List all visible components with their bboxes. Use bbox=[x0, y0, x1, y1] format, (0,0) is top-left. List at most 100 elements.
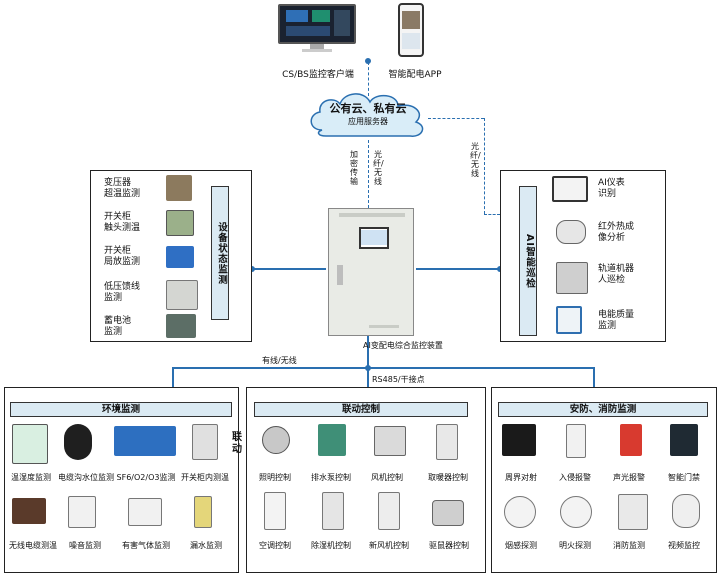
env-item-wireless-cable: 无线电缆测温 bbox=[9, 541, 57, 550]
device-item-switchgear-temp: 开关柜 触头测温 bbox=[104, 212, 141, 233]
meter-icon bbox=[552, 176, 588, 202]
linkage-item-lighting: 照明控制 bbox=[259, 473, 291, 482]
link-top-cloud bbox=[368, 62, 369, 96]
security-item-fire: 消防监测 bbox=[613, 541, 645, 550]
discharge-sensor-icon bbox=[166, 246, 194, 268]
link-bus-horizontal bbox=[172, 367, 594, 369]
env-item-temp-humidity: 温湿度监测 bbox=[11, 473, 51, 482]
feeder-cabinet-icon bbox=[166, 280, 198, 310]
device-item-transformer: 变压器 超温监测 bbox=[104, 178, 141, 199]
monitor-icon bbox=[278, 4, 356, 52]
security-item-beam: 周界对射 bbox=[505, 473, 537, 482]
env-panel bbox=[4, 387, 239, 573]
thermal-camera-icon bbox=[556, 220, 586, 244]
pump-icon bbox=[318, 424, 346, 456]
link-bus-left-drop bbox=[172, 367, 174, 387]
power-quality-icon bbox=[556, 306, 582, 334]
linkage-panel bbox=[246, 387, 486, 573]
linkage-item-rodent: 驱鼠器控制 bbox=[429, 541, 469, 550]
linkage-side-label: 联动 bbox=[232, 432, 242, 455]
security-item-smoke: 烟感探测 bbox=[505, 541, 537, 550]
linkage-item-fan: 风机控制 bbox=[371, 473, 403, 482]
link-dot-top bbox=[365, 58, 371, 64]
security-item-access: 智能门禁 bbox=[668, 473, 700, 482]
rail-robot-icon bbox=[556, 262, 588, 294]
client-label: CS/BS监控客户端 bbox=[282, 70, 354, 80]
device-item-feeder: 低压馈线 监测 bbox=[104, 282, 141, 303]
flame-detector-icon bbox=[560, 496, 592, 528]
linkage-title: 联动控制 bbox=[254, 402, 468, 417]
cabinet-label: AI变配电综合监控装置 bbox=[363, 341, 443, 350]
linkage-item-heater: 取暖器控制 bbox=[428, 473, 468, 482]
link-right-down bbox=[484, 118, 485, 214]
ai-item-robot: 轨道机器 人巡检 bbox=[598, 264, 635, 285]
video-camera-icon bbox=[672, 494, 700, 528]
link-cloud-right bbox=[428, 118, 484, 119]
ai-patrol-title: AI智能巡检 bbox=[519, 186, 537, 336]
link-label-fiber-1: 光纤/无线 bbox=[373, 150, 384, 186]
env-item-water-leak: 漏水监测 bbox=[190, 541, 222, 550]
env-title: 环境监测 bbox=[10, 402, 232, 417]
link-right-to-box bbox=[484, 214, 500, 215]
linkage-item-pump: 排水泵控制 bbox=[311, 473, 351, 482]
wireless-cable-temp-icon bbox=[12, 498, 46, 524]
smoke-detector-icon bbox=[504, 496, 536, 528]
env-item-sf6: SF6/O2/O3监测 bbox=[116, 473, 176, 482]
link-cabinet-down bbox=[367, 336, 369, 386]
link-dot-left bbox=[249, 266, 255, 272]
water-leak-icon bbox=[194, 496, 212, 528]
fire-panel-icon bbox=[618, 494, 648, 530]
linkage-item-dehumidifier: 除湿机控制 bbox=[311, 541, 351, 550]
link-label-encrypt: 加密传输 bbox=[350, 150, 358, 186]
cloud-icon bbox=[310, 93, 424, 137]
heater-icon bbox=[436, 424, 458, 460]
link-label-fiber-2: 光纤/无线 bbox=[470, 142, 481, 178]
transformer-icon bbox=[166, 175, 192, 201]
cloud-subtitle: 应用服务器 bbox=[348, 117, 388, 126]
env-item-water-level: 电缆沟水位监测 bbox=[58, 473, 114, 482]
switchgear-temp-icon bbox=[192, 424, 218, 460]
linkage-item-fresh-air: 新风机控制 bbox=[369, 541, 409, 550]
security-item-intrusion: 入侵报警 bbox=[559, 473, 591, 482]
cabinet-icon bbox=[328, 208, 414, 336]
link-bus-right-drop bbox=[593, 367, 595, 387]
temp-sensor-icon bbox=[166, 210, 194, 236]
link-left-horizontal bbox=[252, 268, 326, 270]
security-item-flame: 明火探测 bbox=[559, 541, 591, 550]
alarm-light-icon bbox=[620, 424, 642, 456]
app-label: 智能配电APP bbox=[388, 70, 442, 80]
beam-detector-icon bbox=[502, 424, 536, 456]
device-item-partial-discharge: 开关柜 局放监测 bbox=[104, 246, 141, 267]
noise-sensor-icon bbox=[68, 496, 96, 528]
access-control-icon bbox=[670, 424, 698, 456]
water-level-icon bbox=[64, 424, 92, 460]
humidity-meter-icon bbox=[12, 424, 48, 464]
dehumidifier-icon bbox=[322, 492, 344, 530]
security-title: 安防、消防监测 bbox=[498, 402, 708, 417]
fresh-air-icon bbox=[378, 492, 400, 530]
ai-item-infrared: 红外热成 像分析 bbox=[598, 222, 635, 243]
env-item-noise: 噪音监测 bbox=[69, 541, 101, 550]
link-label-wired: 有线/无线 bbox=[262, 356, 297, 365]
lighting-icon bbox=[262, 426, 290, 454]
link-bus-mid-drop bbox=[367, 367, 369, 387]
env-item-switchgear: 开关柜内测温 bbox=[181, 473, 229, 482]
security-item-alarm: 声光报警 bbox=[613, 473, 645, 482]
security-item-video: 视频监控 bbox=[668, 541, 700, 550]
intrusion-sensor-icon bbox=[566, 424, 586, 458]
fan-icon bbox=[374, 426, 406, 456]
ai-item-meter: AI仪表 识别 bbox=[598, 178, 625, 199]
env-item-harmful-gas: 有害气体监测 bbox=[122, 541, 170, 550]
phone-icon bbox=[398, 3, 424, 57]
gas-sensor-icon bbox=[114, 426, 176, 456]
link-label-rs485: RS485/干接点 bbox=[372, 375, 425, 384]
ai-item-power-quality: 电能质量 监测 bbox=[598, 310, 635, 331]
link-right-horizontal bbox=[416, 268, 500, 270]
linkage-item-ac: 空调控制 bbox=[259, 541, 291, 550]
device-status-title: 设备状态监测 bbox=[211, 186, 229, 320]
air-conditioner-icon bbox=[264, 492, 286, 530]
link-cloud-cabinet bbox=[368, 140, 369, 208]
rodent-repeller-icon bbox=[432, 500, 464, 526]
security-panel bbox=[491, 387, 717, 573]
cloud-title: 公有云、私有云 bbox=[329, 102, 407, 115]
